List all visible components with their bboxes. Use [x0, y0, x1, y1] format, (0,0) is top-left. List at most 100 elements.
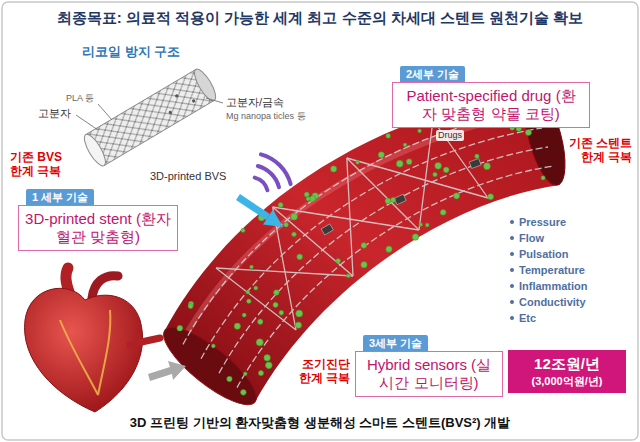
drug-particle: [378, 152, 384, 158]
drug-particle: [403, 143, 407, 147]
leader-line: [76, 115, 98, 130]
drug-particle: [177, 325, 183, 331]
detail-box: 1 세부 기술3D-printed stent (환자 혈관 맞춤형): [18, 187, 178, 251]
drug-particle: [242, 313, 246, 317]
label-text: Temperature: [519, 264, 585, 276]
drug-particle: [484, 163, 491, 170]
drug-particle: [273, 302, 278, 307]
drug-particle: [227, 376, 232, 381]
box-subvalue: (3,000억원/년): [512, 374, 622, 388]
label-text: 기존 BVS 한계 극복: [10, 150, 62, 178]
drug-particle: [258, 370, 263, 375]
box-text: Patient-specified drug (환자 맞춤형 약물 코팅): [399, 87, 583, 123]
drug-particle: [241, 228, 245, 232]
drug-particle: [385, 198, 391, 204]
drug-particle: [435, 162, 442, 169]
box-tab: 3세부 기술: [363, 335, 428, 351]
drug-particle: [475, 154, 479, 158]
box-body: 3D-printed stent (환자 혈관 맞춤형): [18, 205, 178, 251]
drug-particle: [406, 159, 412, 165]
label-text: Conductivity: [519, 296, 586, 308]
drug-particle: [246, 290, 250, 294]
heart-figure: [25, 268, 160, 412]
drug-particle: [386, 134, 391, 139]
drug-particle: [292, 232, 297, 237]
drug-particle: [295, 322, 301, 328]
label-text: 3D-printed BVS: [150, 170, 226, 182]
stent-body: [86, 69, 215, 165]
drug-particle: [278, 202, 283, 207]
wireless-arcs: [255, 154, 291, 190]
list-item: Pressure: [510, 216, 566, 229]
drug-particle: [331, 166, 337, 172]
drug-particle: [256, 339, 263, 346]
detail-box: 3세부 기술Hybrid sensors (실시간 모니터링): [355, 333, 503, 397]
drug-particle: [241, 389, 247, 395]
drug-particle: [258, 319, 263, 324]
drug-particle: [336, 258, 341, 263]
label-text: Mg nanopa ticles 등: [226, 111, 306, 121]
list-item: Etc: [510, 312, 536, 325]
label-text: 조기진단 한계 극복: [299, 357, 350, 385]
particle: [175, 94, 179, 98]
drug-particle: [247, 299, 251, 303]
arrow-symbol: [238, 197, 283, 227]
drug-particle: [296, 310, 303, 317]
stent-figure: [81, 66, 220, 168]
box-body: Hybrid sensors (실시간 모니터링): [355, 351, 503, 397]
market-box: 12조원/년(3,000억원/년): [508, 350, 626, 393]
title: 최종목표: 의료적 적용이 가능한 세계 최고 수준의 차세대 스텐트 원천기술…: [0, 9, 640, 28]
material-note: Mg nanopa ticles 등: [226, 111, 306, 122]
particle: [191, 99, 195, 103]
figure-label: 3D-printed BVS: [150, 170, 226, 183]
leader-line: [98, 104, 112, 120]
part-label: 고분자: [38, 107, 71, 120]
drug-particle: [361, 262, 367, 268]
drug-particle: [356, 160, 360, 164]
drug-particle: [284, 222, 289, 227]
figure-label: Drugs: [436, 130, 464, 141]
drug-particle: [188, 304, 193, 309]
drug-particle: [443, 167, 449, 173]
drug-particle: [234, 323, 240, 329]
list-item: Flow: [510, 232, 544, 245]
drug-particle: [264, 355, 271, 362]
drug-particle: [279, 310, 284, 315]
box-tab: 2세부 기술: [400, 66, 465, 82]
drug-particles: [177, 90, 545, 395]
list-item: Temperature: [510, 264, 585, 277]
caption: 3D 프린팅 기반의 환자맞춤형 생분해성 스마트 스텐트(BVS²) 개발: [0, 414, 640, 432]
drug-particle: [525, 129, 531, 135]
drug-particle: [440, 209, 446, 215]
bullet-dot: [510, 300, 514, 304]
material-note: PLA 등: [66, 93, 94, 104]
label-text: Pulsation: [519, 248, 569, 260]
particle: [168, 110, 172, 114]
drug-particle: [306, 197, 310, 201]
drug-particle: [425, 223, 429, 227]
drug-particle: [250, 265, 254, 269]
vessel-highlight: [183, 112, 528, 340]
drug-particle: [291, 213, 298, 220]
box-text: 3D-printed stent (환자 혈관 맞춤형): [25, 210, 171, 246]
sensor-chips: [321, 158, 481, 234]
bullet-dot: [510, 220, 514, 224]
drug-particle: [391, 197, 396, 202]
drug-particle: [412, 234, 419, 241]
bullet-dot: [510, 284, 514, 288]
bullet-dot: [510, 268, 514, 272]
label-text: 고분자: [38, 107, 71, 119]
note-text: 기존 BVS 한계 극복: [10, 150, 68, 179]
drug-particle: [541, 176, 545, 180]
label-text: PLA 등: [66, 93, 94, 103]
stent-struts: [183, 109, 554, 388]
note-text: 기존 스텐트 한계 극복: [562, 136, 632, 165]
drug-particle: [396, 160, 403, 167]
list-item: Inflammation: [510, 280, 587, 293]
drug-particle: [274, 290, 280, 296]
label-text: 리코일 방지 구조: [82, 44, 180, 59]
drug-particle: [297, 254, 303, 260]
drug-particle: [211, 344, 215, 348]
